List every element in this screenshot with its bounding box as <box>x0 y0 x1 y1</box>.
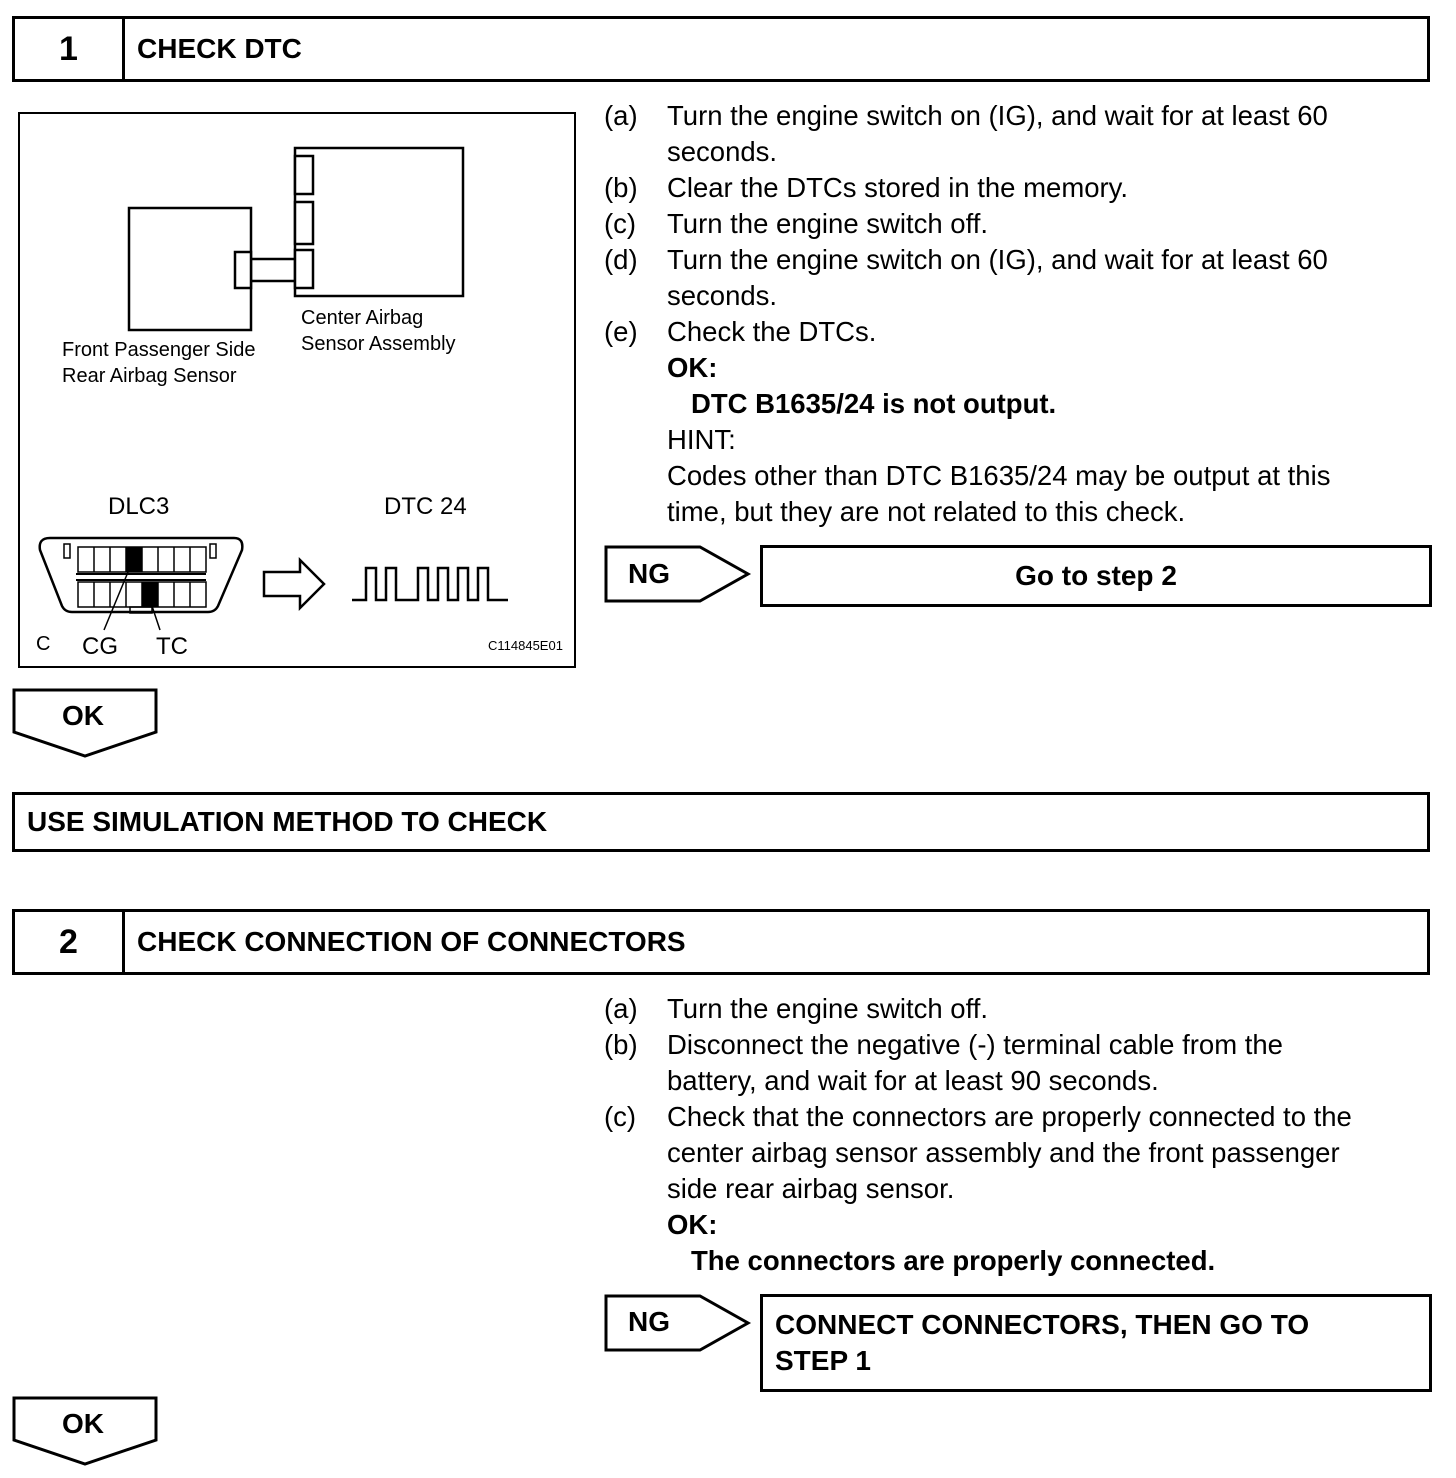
step-2-header: 2 CHECK CONNECTION OF CONNECTORS <box>12 909 1430 975</box>
hollow-arrow-icon <box>262 556 326 612</box>
connector-diagram: Center Airbag Sensor Assembly Front Pass… <box>18 112 576 668</box>
ng-result-box: Go to step 2 <box>760 545 1432 607</box>
step2-instruction-b: (b) Disconnect the negative (-) terminal… <box>604 1029 1283 1060</box>
step-2-title: CHECK CONNECTION OF CONNECTORS <box>137 926 686 957</box>
label-c: C <box>36 633 50 655</box>
center-connector-2 <box>293 200 315 246</box>
cg-pin <box>126 547 142 572</box>
center-connector-3 <box>293 248 315 290</box>
instruction-d-cont: seconds. <box>667 280 778 311</box>
label-cg: CG <box>82 633 118 660</box>
dtc-waveform <box>352 566 508 602</box>
step2-instruction-c: (c) Check that the connectors are proper… <box>604 1101 1352 1132</box>
step2-instruction-c-cont-2: side rear airbag sensor. <box>667 1173 955 1204</box>
ok-condition: DTC B1635/24 is not output. <box>691 388 1057 419</box>
step2-ok-label: OK: <box>667 1209 718 1240</box>
step-2-instructions: (a) Turn the engine switch off. (b) Disc… <box>604 991 1434 1279</box>
step-1-title: CHECK DTC <box>137 33 302 64</box>
step-1-number: 1 <box>15 19 125 79</box>
step2-ng-result-line-1: CONNECT CONNECTORS, THEN GO TO <box>775 1309 1310 1340</box>
label-dlc3: DLC3 <box>108 493 169 520</box>
hint-line-1: Codes other than DTC B1635/24 may be out… <box>667 460 1331 491</box>
step2-instruction-c-cont-1: center airbag sensor assembly and the fr… <box>667 1137 1340 1168</box>
instruction-a: (a) Turn the engine switch on (IG), and … <box>604 100 1328 131</box>
simulation-header: USE SIMULATION METHOD TO CHECK <box>12 792 1430 852</box>
step-2-number: 2 <box>15 912 125 972</box>
ng-arrow-icon <box>604 545 752 603</box>
figure-code: C114845E01 <box>488 638 563 653</box>
label-front-2: Rear Airbag Sensor <box>62 365 237 387</box>
step2-ng-result-line-2: STEP 1 <box>775 1345 871 1376</box>
step-1-header: 1 CHECK DTC <box>12 16 1430 82</box>
step2-ng-label: NG <box>628 1306 670 1337</box>
step2-instruction-a: (a) Turn the engine switch off. <box>604 993 989 1024</box>
instruction-d: (d) Turn the engine switch on (IG), and … <box>604 244 1328 275</box>
ng-label: NG <box>628 558 670 589</box>
label-front-1: Front Passenger Side <box>62 339 255 361</box>
diagram-svg: Center Airbag Sensor Assembly Front Pass… <box>36 146 563 660</box>
ok-arrow-label: OK <box>62 700 104 731</box>
step2-ok-arrow-icon <box>12 1396 158 1466</box>
instruction-a-cont: seconds. <box>667 136 778 167</box>
step-1-instructions: (a) Turn the engine switch on (IG), and … <box>604 98 1434 530</box>
label-center-2: Sensor Assembly <box>301 333 456 355</box>
label-center-1: Center Airbag <box>301 307 423 329</box>
step2-ok-condition: The connectors are properly connected. <box>691 1245 1216 1276</box>
tc-leader <box>151 605 161 631</box>
instruction-c: (c) Turn the engine switch off. <box>604 208 989 239</box>
center-connector-1 <box>293 154 315 196</box>
hint-line-2: time, but they are not related to this c… <box>667 496 1186 527</box>
dlc3-connector-outline <box>38 536 244 614</box>
center-airbag-sensor-box <box>293 146 465 298</box>
hint-label: HINT: <box>667 424 736 455</box>
step2-ok-arrow-label: OK <box>62 1408 104 1439</box>
ng-result-text: Go to step 2 <box>1015 560 1177 591</box>
instruction-e: (e) Check the DTCs. <box>604 316 877 347</box>
ok-label: OK: <box>667 352 718 383</box>
cg-leader <box>103 559 134 631</box>
front-passenger-sensor-box <box>127 206 253 332</box>
step2-ng-result-box: CONNECT CONNECTORS, THEN GO TO STEP 1 <box>760 1294 1432 1392</box>
instruction-b: (b) Clear the DTCs stored in the memory. <box>604 172 1129 203</box>
ok-arrow-icon <box>12 688 158 758</box>
step2-instruction-b-cont: battery, and wait for at least 90 second… <box>667 1065 1159 1096</box>
front-connector <box>233 250 253 290</box>
label-dtc: DTC 24 <box>384 493 467 520</box>
simulation-title: USE SIMULATION METHOD TO CHECK <box>27 806 548 837</box>
step2-ng-arrow-icon <box>604 1294 752 1352</box>
tc-pin <box>142 582 158 607</box>
label-tc: TC <box>156 633 188 660</box>
